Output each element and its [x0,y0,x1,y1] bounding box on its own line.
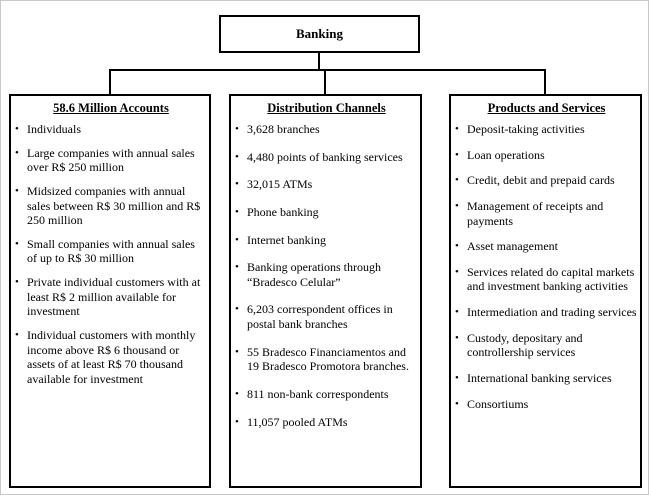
bullet-icon: • [455,371,459,384]
bullet-icon: • [15,184,19,197]
accounts-list: • Individuals • Large companies with annua… [15,122,207,386]
list-item-text: Intermediation and trading services [467,305,637,319]
bullet-icon: • [455,265,459,278]
list-item: • Intermediation and trading services [455,305,638,320]
list-item-text: Management of receipts and payments [467,198,604,228]
list-item: • Credit, debit and prepaid cards [455,173,638,188]
list-item: • 3,628 branches [235,122,418,137]
list-item-text: Asset management [467,239,558,254]
bullet-icon: • [455,148,459,161]
bullet-icon: • [235,415,239,428]
bullet-icon: • [15,328,19,341]
list-item-text: Services related do capital markets and … [467,264,635,294]
list-item-text: Individual customers with monthly income… [27,327,196,386]
accounts-header: 58.6 Million Accounts [53,101,169,115]
bullet-icon: • [235,233,239,246]
list-item: • Loan operations [455,148,638,163]
list-item: • Custody, depositary and controllership … [455,331,638,360]
connector-root-stem [318,53,320,69]
bullet-icon: • [235,387,239,400]
list-item: • 11,057 pooled ATMs [235,415,418,430]
bullet-icon: • [455,174,459,187]
list-item-text: Credit, debit and prepaid cards [467,173,615,188]
bullet-icon: • [15,146,19,159]
list-item: • Banking operations through “Bradesco Ce… [235,260,418,289]
list-item: • Consortiums [455,397,638,412]
list-item-text: Banking operations through “Bradesco Cel… [247,260,381,289]
list-item: • Individual customers with monthly incom… [15,328,207,387]
list-item: • Deposit-taking activities [455,122,638,137]
bullet-icon: • [455,397,459,410]
distribution-list: • 3,628 branches • 4,480 points of banking… [235,122,418,429]
list-item-text: Small companies with annual sales of up … [27,236,195,266]
list-item-text: 811 non-bank correspondents [247,386,389,401]
list-item: • Small companies with annual sales of up… [15,237,207,266]
bullet-icon: • [455,331,459,344]
bullet-icon: • [455,306,459,318]
list-item-text: 4,480 points of banking services [247,149,403,164]
list-item-text: Private individual customers with at lea… [27,275,201,319]
connector-horizontal [109,69,546,71]
list-item: • 32,015 ATMs [235,177,418,192]
distribution-column: Distribution Channels • 3,628 branches • 4… [229,94,422,488]
list-item-text: 11,057 pooled ATMs [247,414,348,429]
list-item: • Midsized companies with annual sales be… [15,184,207,228]
bullet-icon: • [235,205,239,218]
list-item-text: Phone banking [247,204,319,219]
bullet-icon: • [235,150,239,163]
bullet-icon: • [15,123,19,135]
list-item: • 6,203 correspondent offices in postal b… [235,302,418,331]
list-item: • Services related do capital markets and… [455,265,638,294]
list-item: • 55 Bradesco Financiamentos and 19 Brade… [235,345,418,374]
bullet-icon: • [455,240,459,253]
list-item-text: Large companies with annual sales over R… [27,145,195,175]
bullet-icon: • [455,123,459,135]
list-item-text: 3,628 branches [247,122,320,136]
bullet-icon: • [235,261,239,274]
list-item-text: International banking services [467,370,612,385]
list-item-text: Deposit-taking activities [467,122,585,136]
bullet-icon: • [15,237,19,250]
list-item: • Individuals [15,122,207,137]
products-column: Products and Services • Deposit-taking ac… [449,94,642,488]
bullet-icon: • [15,276,19,288]
list-item: • Management of receipts and payments [455,199,638,228]
products-list: • Deposit-taking activities • Loan operati… [455,122,638,411]
list-item-text: Internet banking [247,232,326,247]
list-item-text: 32,015 ATMs [247,177,313,192]
list-item-text: Individuals [27,122,81,136]
root-title: Banking [296,26,343,41]
list-item: • Large companies with annual sales over … [15,146,207,175]
bullet-icon: • [235,123,239,135]
connector-left-stem [109,69,111,94]
list-item: • Phone banking [235,205,418,220]
connector-right-stem [544,69,546,94]
list-item: • Asset management [455,239,638,254]
list-item-text: Custody, depositary and controllership s… [467,330,583,360]
list-item-text: Loan operations [467,147,545,162]
list-item-text: 6,203 correspondent offices in postal ba… [247,302,393,331]
list-item: • Internet banking [235,233,418,248]
list-item-text: 55 Bradesco Financiamentos and 19 Brades… [247,344,409,374]
list-item: • 4,480 points of banking services [235,150,418,165]
bullet-icon: • [455,199,459,212]
list-item: • Private individual customers with at le… [15,275,207,319]
bullet-icon: • [235,178,239,191]
list-item-text: Midsized companies with annual sales bet… [27,183,201,228]
list-item: • 811 non-bank correspondents [235,387,418,402]
bullet-icon: • [235,303,239,316]
list-item-text: Consortiums [467,396,529,411]
accounts-column: 58.6 Million Accounts • Individuals • Larg… [9,94,211,488]
distribution-header: Distribution Channels [267,101,386,115]
products-header: Products and Services [487,101,606,115]
connector-middle-stem [324,69,326,94]
list-item: • International banking services [455,371,638,386]
bullet-icon: • [235,345,239,358]
root-node-banking: Banking [219,15,420,53]
